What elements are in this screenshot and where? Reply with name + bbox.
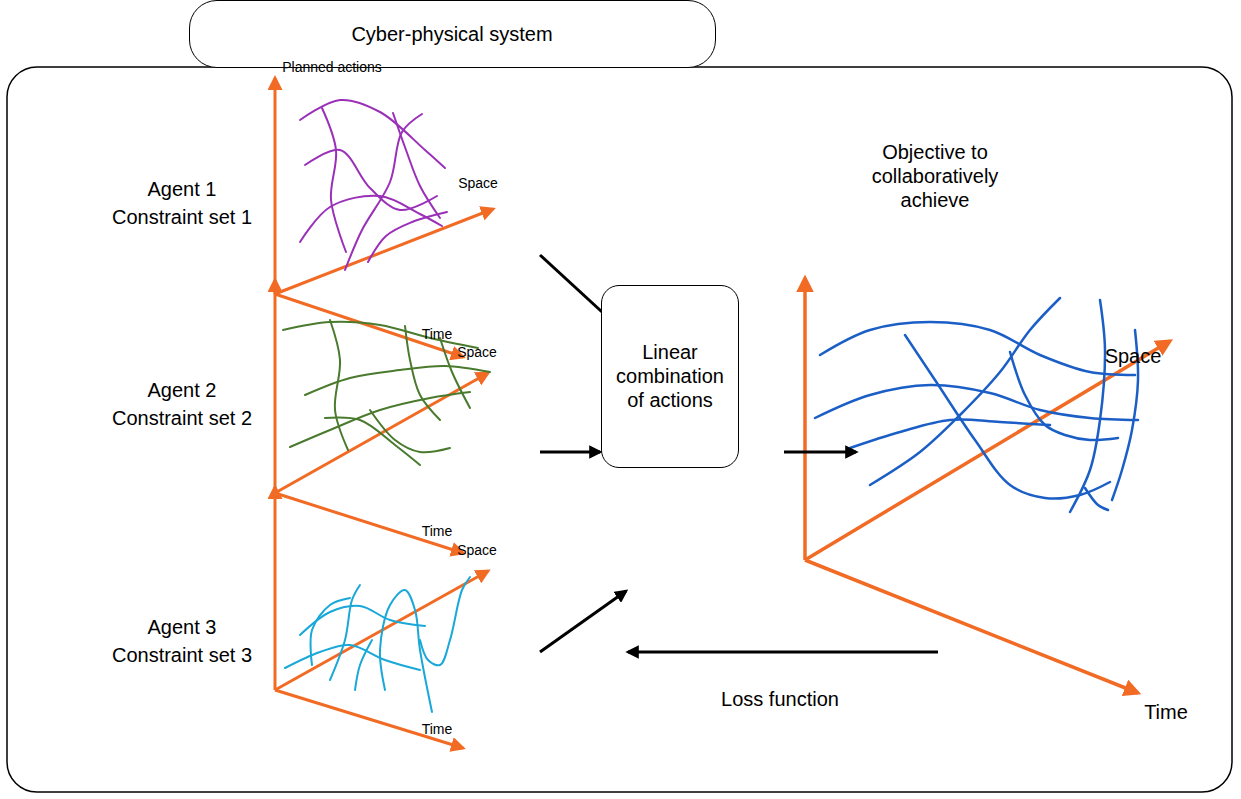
action-curve — [355, 640, 372, 690]
axis-arrow — [803, 278, 807, 560]
action-curve — [305, 366, 490, 395]
action-curve — [322, 108, 346, 252]
flow-arrows — [540, 255, 938, 652]
node-text: Linear combination of actions — [610, 340, 730, 412]
axis-label: Planned actions — [282, 59, 382, 76]
node-text: Cyber-physical system — [351, 22, 552, 46]
axis-arrow — [275, 373, 488, 493]
action-curve — [325, 418, 420, 465]
action-curve — [420, 577, 470, 665]
annotation-label: Agent 1 — [148, 177, 217, 201]
flow-arrow — [540, 591, 626, 652]
flow-arrow — [628, 651, 938, 654]
action-curve — [1070, 300, 1105, 512]
action-curve — [368, 212, 447, 262]
axis-label: Space — [457, 542, 497, 559]
action-curves — [283, 100, 1138, 712]
action-curve — [285, 645, 420, 670]
annotation-label: Loss function — [721, 687, 839, 711]
axis-arrow — [274, 280, 277, 493]
action-curve — [283, 322, 478, 348]
action-curve — [345, 114, 422, 270]
annotation-label: Constraint set 3 — [112, 643, 252, 667]
title-pill: Cyber-physical system — [189, 0, 716, 68]
action-curve — [300, 606, 425, 635]
action-curve — [311, 598, 350, 665]
action-curve — [300, 100, 445, 168]
axis-label: Time — [422, 326, 453, 343]
action-curve — [330, 585, 360, 680]
action-curve — [815, 385, 1138, 420]
action-curve — [870, 298, 1060, 485]
system-boundary — [7, 67, 1232, 792]
flow-arrow — [540, 451, 600, 454]
axis-arrow — [275, 690, 463, 748]
axis-arrow — [275, 493, 463, 553]
axis-label: Time — [422, 523, 453, 540]
action-curve — [370, 410, 450, 452]
axis-arrow — [274, 78, 277, 294]
axis-arrow — [274, 487, 277, 690]
annotation-label: Constraint set 1 — [112, 205, 252, 229]
axis-arrow — [275, 209, 493, 294]
action-curve — [393, 113, 440, 218]
annotation-label: Time — [1144, 700, 1188, 724]
flow-arrow — [784, 451, 856, 454]
annotation-label: Agent 2 — [148, 378, 217, 402]
axes — [275, 78, 1170, 748]
action-curve — [905, 335, 1110, 499]
axis-label: Time — [422, 721, 453, 738]
annotation-label: Objective to collaboratively achieve — [860, 140, 1010, 212]
action-curve — [330, 320, 348, 450]
axis-label: Space — [457, 344, 497, 361]
annotation-label: Constraint set 2 — [112, 406, 252, 430]
axis-label: Space — [458, 175, 498, 192]
axis-arrow — [805, 560, 1138, 693]
action-curve — [820, 322, 1135, 375]
action-curve — [1085, 488, 1108, 510]
action-curve — [290, 392, 470, 447]
process-box: Linear combination of actions — [601, 285, 739, 468]
annotation-label: Space — [1105, 344, 1162, 368]
annotation-label: Agent 3 — [148, 615, 217, 639]
